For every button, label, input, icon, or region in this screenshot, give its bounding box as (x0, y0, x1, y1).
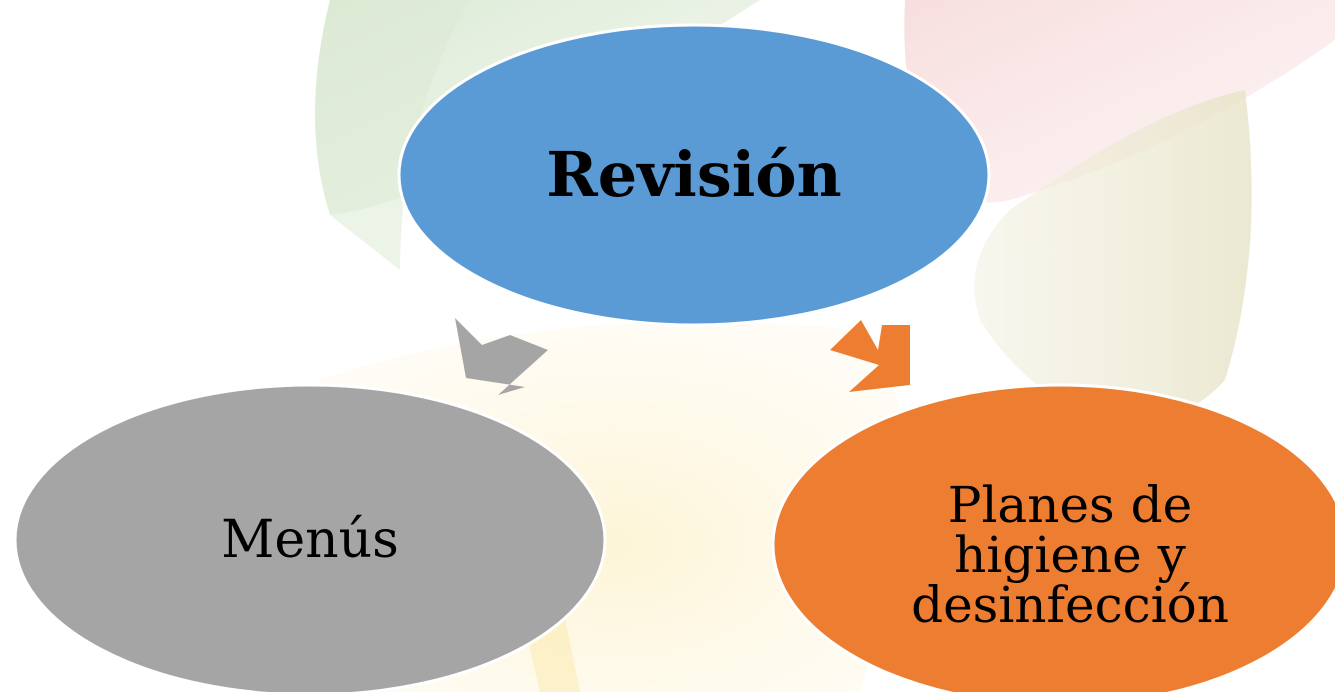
watermark-olive-petal (974, 90, 1252, 422)
watermark-pink-petal (904, 0, 1335, 203)
node-planes-label-line-1: Planes de (947, 476, 1193, 534)
node-planes-label: Planes de higiene y desinfección (770, 435, 1335, 675)
node-revision-ellipse[interactable] (397, 23, 991, 327)
node-planes-label-line-2: higiene y (954, 526, 1186, 584)
watermark-green-petal-shade (315, 0, 470, 270)
node-revision-label: Revisión (546, 138, 842, 211)
node-menus-label: Menús (221, 510, 399, 570)
node-planes-label-line-3: desinfección (911, 576, 1229, 634)
arrow-to-menus (455, 318, 548, 395)
node-planes-ellipse[interactable] (771, 383, 1335, 692)
arrow-to-planes (830, 320, 910, 392)
node-menus-ellipse[interactable] (13, 383, 607, 692)
